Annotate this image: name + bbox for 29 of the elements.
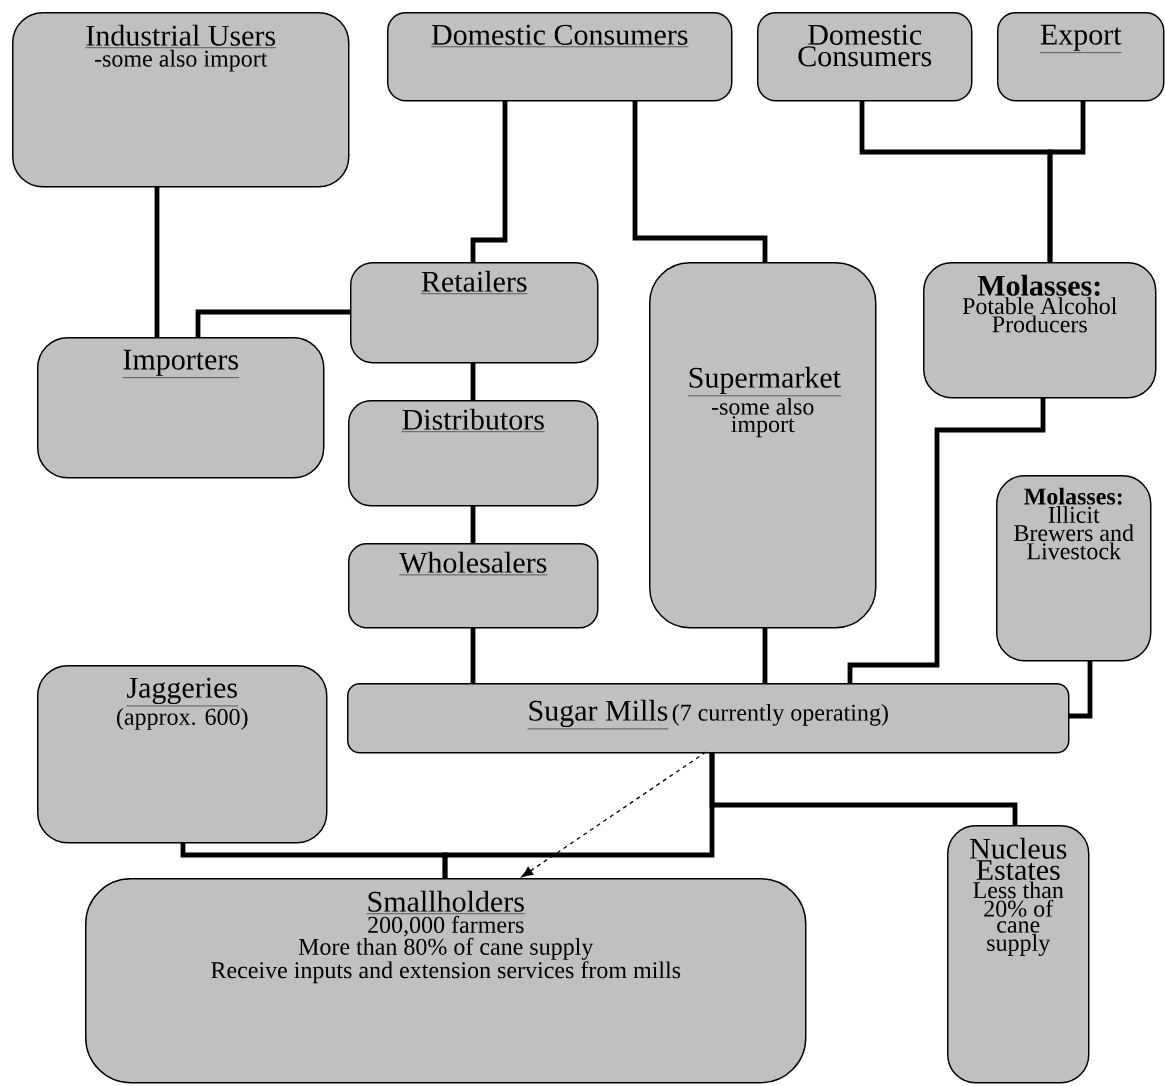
- process-box: Distributors: [348, 400, 599, 507]
- connector-line: [470, 362, 476, 400]
- process-box: Importers: [37, 337, 325, 479]
- process-box: Sugar Mills (7 currently operating): [347, 683, 1070, 754]
- process-box: Industrial Users -some also import: [12, 12, 350, 188]
- connector-line: [1047, 100, 1086, 262]
- connector-line: [470, 627, 476, 683]
- process-box: Molasses: Potable Alcohol Producers: [923, 262, 1157, 399]
- process-box: Retailers: [350, 262, 599, 364]
- process-box: Molasses: Illicit Brewers and Livestock: [996, 475, 1152, 662]
- process-box: Supermarket -some also import: [649, 262, 877, 629]
- connector-line: [195, 309, 350, 337]
- connector-line: [180, 842, 448, 878]
- connector-line: [632, 100, 768, 262]
- process-box: Smallholders 200,000 farmers More than 80% of cane supply Receive inputs and extension services from mills: [85, 878, 807, 1084]
- connector-line: [470, 505, 476, 543]
- connector-line: [154, 186, 160, 337]
- connector-line: [1068, 660, 1093, 719]
- arrow: [521, 751, 707, 878]
- process-box: Wholesalers: [348, 543, 599, 629]
- connector-line: [709, 752, 1018, 825]
- process-box: Export: [997, 12, 1165, 102]
- connector-line: [470, 100, 508, 262]
- process-box: Domestic Consumers: [757, 12, 973, 102]
- connector-line: [847, 397, 1046, 683]
- connector-line: [762, 627, 768, 683]
- process-box: Nucleus Estates Less than 20% of cane supply: [947, 825, 1090, 1084]
- process-box: Jaggeries (approx. 600): [37, 665, 328, 844]
- process-box: Domestic Consumers: [387, 12, 733, 102]
